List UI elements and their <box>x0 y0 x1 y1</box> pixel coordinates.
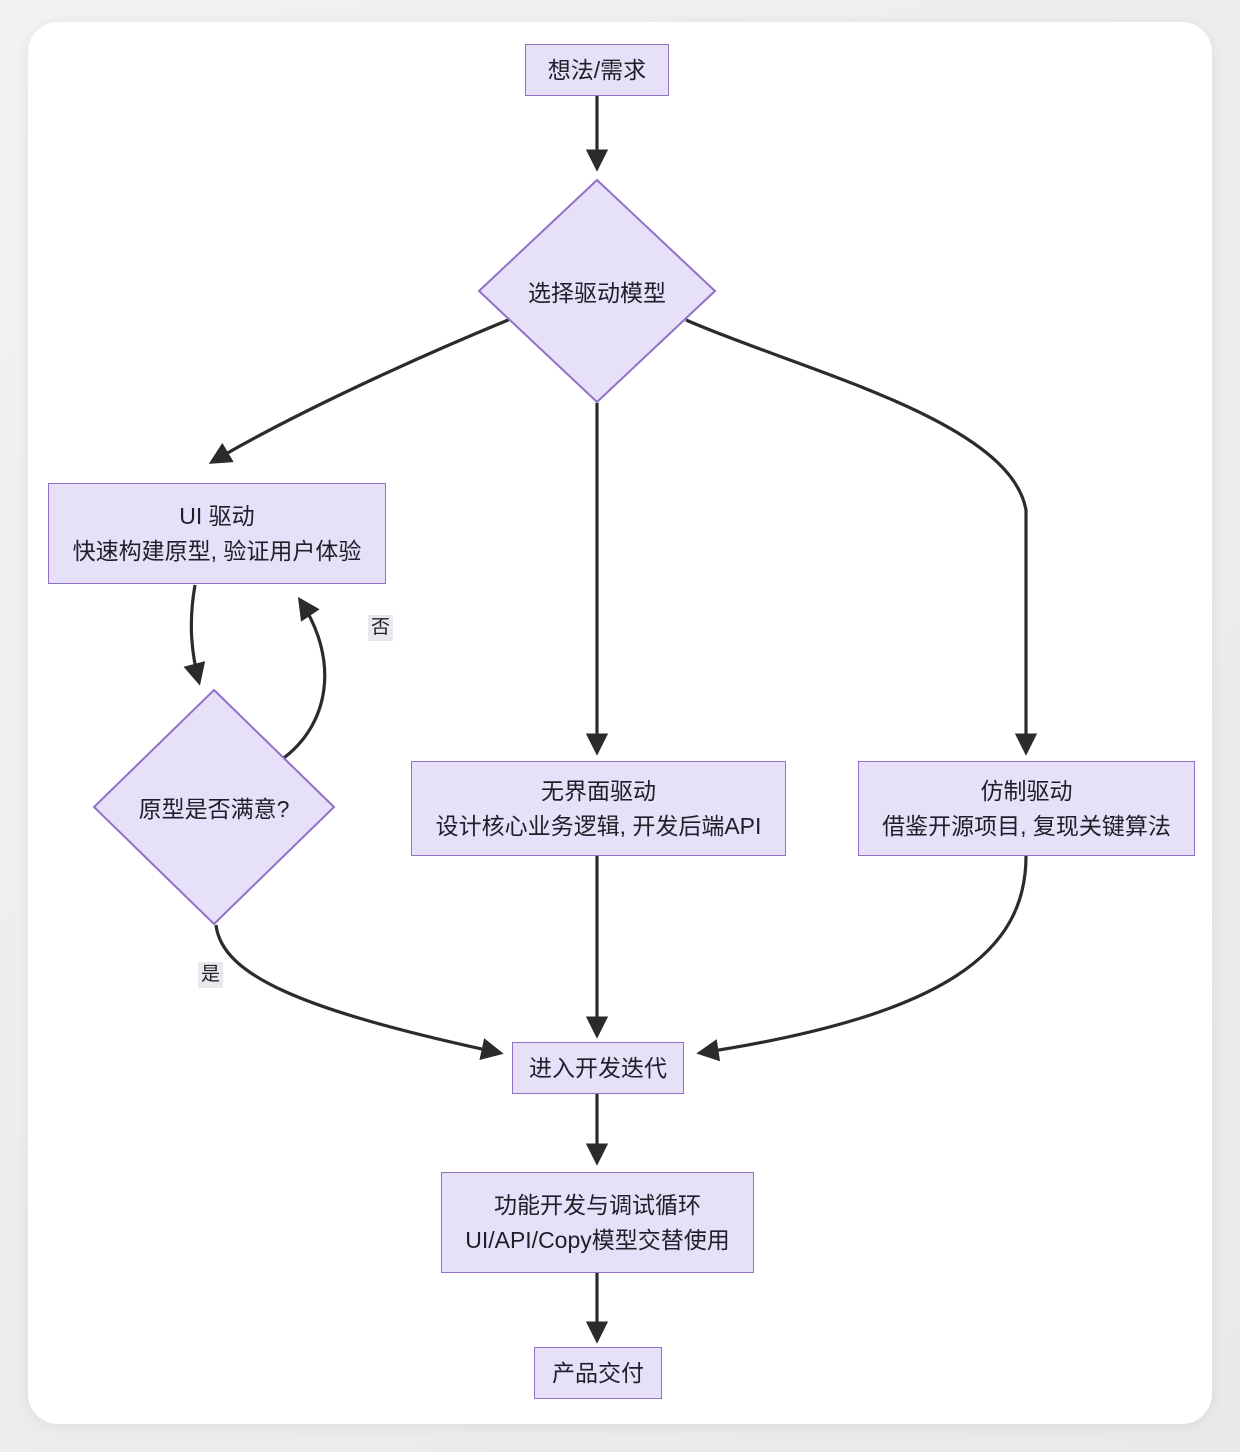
edge-label-yes: 是 <box>198 962 224 988</box>
node-headless-driven-label: 无界面驱动 <box>541 778 656 805</box>
edge-satisfied-to-ui-no <box>280 596 327 762</box>
node-clone-driven-label: 仿制驱动 <box>980 778 1073 805</box>
node-choose-label: 选择驱动模型 <box>528 280 666 306</box>
node-dev-debug-loop-label: 功能开发与调试循环 <box>494 1192 701 1219</box>
edge-choose-to-clone <box>685 318 1038 756</box>
node-choose-driving-model[interactable]: 选择驱动模型 <box>477 178 717 404</box>
node-ui-driven-label: UI 驱动 <box>179 503 255 530</box>
node-enter-dev-iteration[interactable]: 进入开发迭代 <box>512 1042 684 1094</box>
node-ui-driven-sublabel: 快速构建原型, 验证用户体验 <box>72 537 362 564</box>
diamond-shape <box>92 688 336 926</box>
node-headless-driven[interactable]: 无界面驱动 设计核心业务逻辑, 开发后端API <box>411 761 786 856</box>
diamond-shape <box>477 178 717 404</box>
edge-label-no: 否 <box>368 615 394 641</box>
node-prototype-satisfied-label: 原型是否满意? <box>138 796 290 822</box>
node-dev-debug-loop[interactable]: 功能开发与调试循环 UI/API/Copy模型交替使用 <box>441 1172 754 1273</box>
node-enter-dev-iteration-label: 进入开发迭代 <box>529 1054 667 1081</box>
node-product-delivery-label: 产品交付 <box>552 1359 644 1386</box>
node-clone-driven[interactable]: 仿制驱动 借鉴开源项目, 复现关键算法 <box>858 761 1195 856</box>
node-dev-debug-loop-sublabel: UI/API/Copy模型交替使用 <box>465 1226 730 1253</box>
node-ui-driven[interactable]: UI 驱动 快速构建原型, 验证用户体验 <box>48 483 386 584</box>
node-prototype-satisfied[interactable]: 原型是否满意? <box>92 688 336 926</box>
edge-clone-to-iterate <box>696 855 1028 1062</box>
edge-choose-to-ui <box>208 316 514 464</box>
node-headless-driven-sublabel: 设计核心业务逻辑, 开发后端API <box>435 812 762 839</box>
edge-ui-to-satisfied <box>183 584 206 686</box>
node-product-delivery[interactable]: 产品交付 <box>534 1347 662 1399</box>
node-idea[interactable]: 想法/需求 <box>525 44 669 96</box>
node-idea-label: 想法/需求 <box>547 56 647 83</box>
edge-satisfied-to-iterate-yes <box>214 924 504 1061</box>
node-clone-driven-sublabel: 借鉴开源项目, 复现关键算法 <box>882 812 1171 839</box>
